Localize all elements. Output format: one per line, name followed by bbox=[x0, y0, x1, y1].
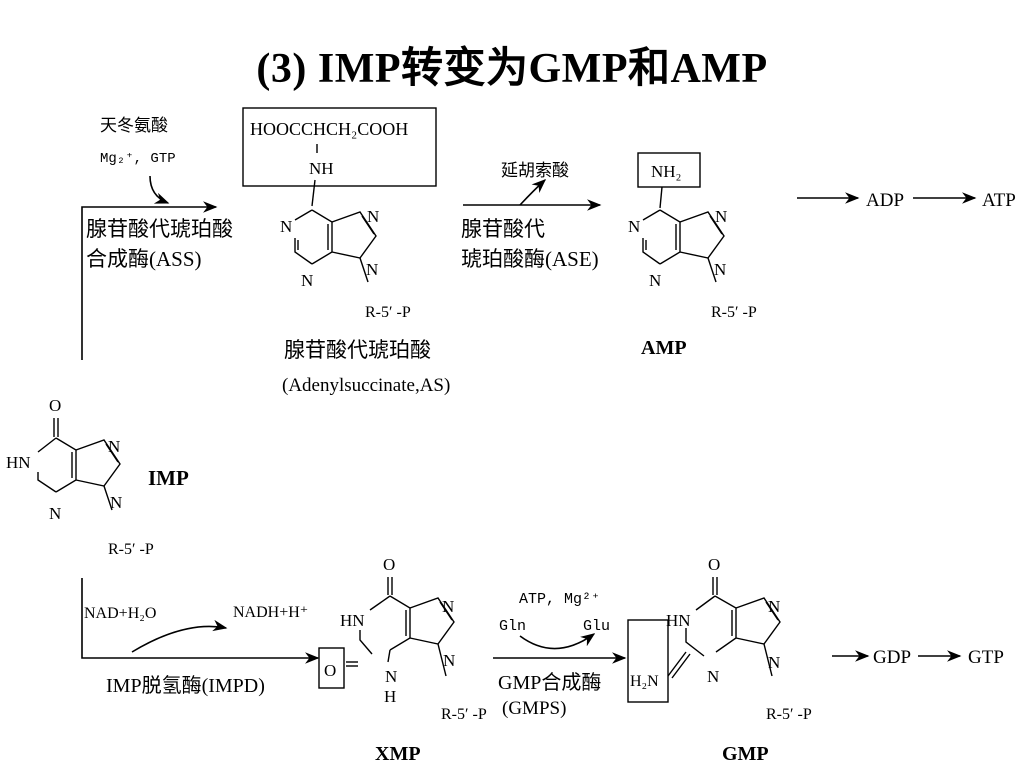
amp-ribose: R-5′ -P bbox=[711, 304, 757, 321]
xmp-o6: O bbox=[383, 555, 395, 574]
gdp-label: GDP bbox=[873, 647, 911, 668]
xmp-h3: H bbox=[384, 687, 396, 706]
gln-label: Gln bbox=[499, 618, 526, 635]
ass-enzyme-line1: 腺苷酸代琥珀酸 bbox=[86, 217, 233, 241]
page-title: (3) IMP转变为GMP和AMP bbox=[256, 46, 768, 92]
gmps-cofactor-label: ATP, Mg²⁺ bbox=[519, 591, 600, 608]
xmp-o2: O bbox=[324, 661, 336, 680]
imp-structure: O HN N N N R-5′ -P IMP bbox=[6, 396, 189, 558]
as-n3: N bbox=[301, 271, 313, 290]
gmp-o6: O bbox=[708, 555, 720, 574]
amp-n1: N bbox=[628, 217, 640, 236]
xmp-ribose: R-5′ -P bbox=[441, 706, 487, 723]
xmp-n9: N bbox=[443, 651, 455, 670]
xmp-n7: N bbox=[442, 597, 454, 616]
as-n9: N bbox=[366, 260, 378, 279]
impd-enzyme-label: IMP脱氢酶(IMPD) bbox=[106, 674, 265, 697]
amp-n9: N bbox=[714, 260, 726, 279]
adenylosuccinate-structure: HOOCCHCH₂COOH NH N N N N R-5′ -P 腺苷酸代琥珀酸… bbox=[242, 107, 450, 396]
as-n7: N bbox=[367, 207, 379, 226]
imp-n7: N bbox=[108, 437, 120, 456]
xmp-hn1: HN bbox=[340, 611, 365, 630]
amp-n3: N bbox=[649, 271, 661, 290]
as-nh: NH bbox=[309, 159, 334, 178]
amp-structure: NH₂ N N N N R-5′ -P AMP bbox=[628, 152, 757, 359]
curve-arrow-aspartate bbox=[149, 175, 170, 204]
as-name-en: (Adenylsuccinate,AS) bbox=[282, 375, 450, 396]
aspartate-label: 天冬氨酸 bbox=[100, 116, 168, 135]
amp-nh2-box bbox=[637, 152, 701, 188]
imp-n9: N bbox=[110, 493, 122, 512]
gmp-amino-box bbox=[627, 619, 669, 703]
ass-enzyme-line2: 合成酶(ASS) bbox=[86, 247, 202, 271]
gmp-hn1: HN bbox=[666, 611, 691, 630]
imp-ribose: R-5′ -P bbox=[108, 541, 154, 558]
guanine-branch-labels: NAD+H₂O NADH+H⁺ IMP脱氢酶(IMPD) ATP, Mg²⁺ G… bbox=[84, 591, 1004, 719]
nadh-label: NADH+H⁺ bbox=[233, 604, 308, 621]
imp-o6: O bbox=[49, 396, 61, 415]
arrow-imp-to-xmp bbox=[81, 578, 320, 664]
branch-lines bbox=[81, 175, 977, 664]
arrow-imp-to-as bbox=[81, 201, 218, 360]
curve-arrow-fumarate bbox=[519, 179, 547, 206]
xmp-structure: O O HN N H N N R-5′ -P XMP bbox=[318, 555, 487, 765]
gtp-label: GTP bbox=[968, 647, 1004, 668]
nad-h2o-label: NAD+H₂O bbox=[84, 605, 156, 622]
ase-enzyme-line2: 琥珀酸酶(ASE) bbox=[461, 247, 599, 271]
gmp-ribose: R-5′ -P bbox=[766, 706, 812, 723]
imp-label: IMP bbox=[148, 466, 189, 490]
adp-label: ADP bbox=[866, 190, 904, 211]
adenine-branch-labels: 天冬氨酸 Mg₂⁺, GTP 腺苷酸代琥珀酸 合成酶(ASS) 延胡索酸 腺苷酸… bbox=[86, 116, 1016, 271]
as-n1: N bbox=[280, 217, 292, 236]
gmp-n7: N bbox=[768, 597, 780, 616]
gmp-structure: O H₂N HN N N N R-5′ -P GMP bbox=[627, 555, 812, 765]
amp-nh2: NH₂ bbox=[651, 162, 681, 181]
amp-n7: N bbox=[715, 207, 727, 226]
gmp-n3: N bbox=[707, 667, 719, 686]
amp-label: AMP bbox=[641, 337, 687, 359]
xmp-label: XMP bbox=[375, 743, 421, 765]
glu-label: Glu bbox=[583, 618, 610, 635]
as-side-chain: HOOCCHCH₂COOH bbox=[250, 119, 408, 139]
gmps-enzyme-line1: GMP合成酶 bbox=[498, 671, 601, 694]
curve-arrow-nad bbox=[131, 619, 228, 653]
xmp-oxygen-box bbox=[318, 647, 345, 689]
as-ribose: R-5′ -P bbox=[365, 304, 411, 321]
xmp-n3: N bbox=[385, 667, 397, 686]
atp-label: ATP bbox=[982, 190, 1016, 211]
imp-n3: N bbox=[49, 504, 61, 523]
gmp-label: GMP bbox=[722, 743, 769, 765]
fumarate-label: 延胡索酸 bbox=[501, 161, 569, 180]
as-side-chain-box bbox=[242, 107, 437, 187]
imp-hn1: HN bbox=[6, 453, 31, 472]
gmp-h2n: H₂N bbox=[630, 673, 659, 690]
ase-enzyme-line1: 腺苷酸代 bbox=[461, 217, 545, 241]
curve-arrow-gln-glu bbox=[519, 633, 596, 650]
gmps-enzyme-line2: (GMPS) bbox=[502, 698, 566, 719]
gmp-n9: N bbox=[768, 653, 780, 672]
as-name-cn: 腺苷酸代琥珀酸 bbox=[284, 338, 431, 362]
ass-cofactor-label: Mg₂⁺, GTP bbox=[100, 151, 176, 167]
